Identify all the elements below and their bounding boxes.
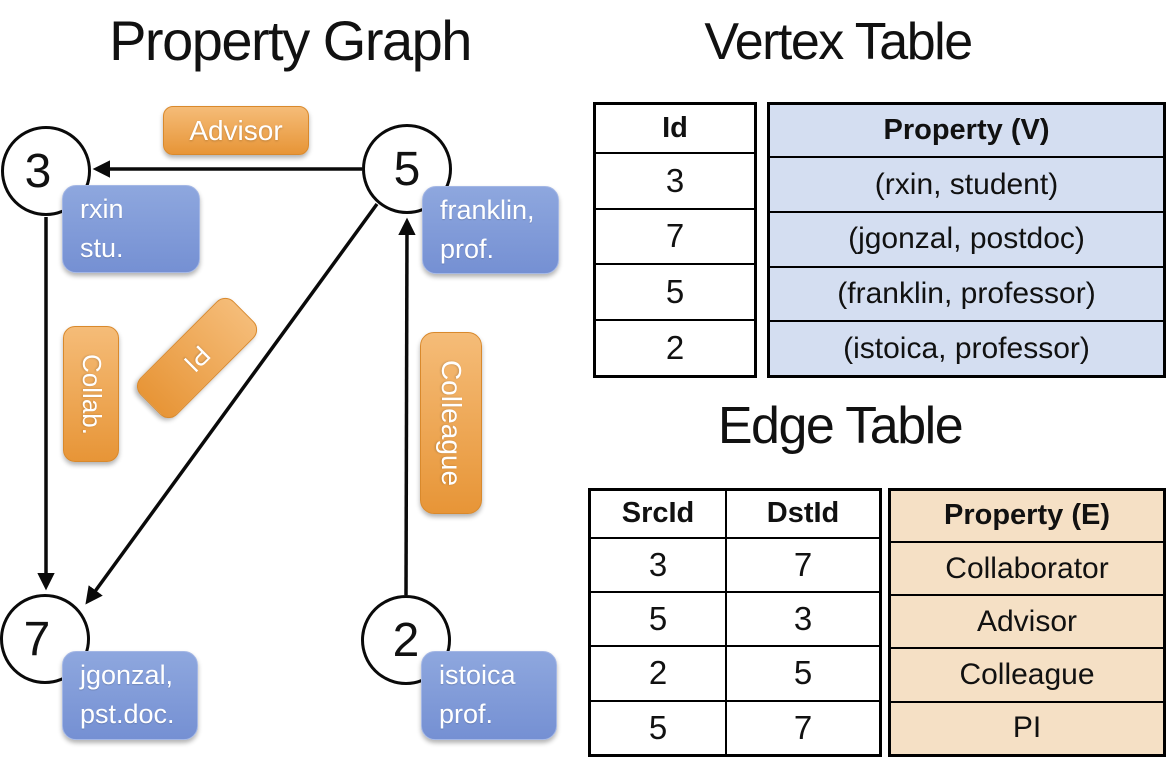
edge-srcid-cell: 3 — [588, 536, 727, 593]
node-2-id-label: 2 — [392, 613, 420, 667]
edge-srcid-cell: 2 — [588, 645, 727, 702]
edge-dstid-header: DstId — [725, 488, 882, 539]
edge-label-colleague-text: Colleague — [436, 359, 468, 487]
property-graph-title: Property Graph — [109, 9, 472, 72]
edge-table-property-column: Property (E) Collaborator Advisor Collea… — [888, 488, 1166, 757]
edge-dstid-cell: 7 — [725, 699, 882, 757]
edge-label-advisor-text: Advisor — [189, 114, 283, 146]
edge-label-colleague: Colleague — [420, 332, 482, 514]
property-line: stu. — [80, 233, 124, 263]
edge-dstid-cell: 7 — [725, 536, 882, 593]
edge-property-cell: Colleague — [888, 647, 1166, 703]
vertex-property-cell: (istoica, professor) — [767, 320, 1166, 378]
edge-srcid-cell: 5 — [588, 699, 727, 757]
edge-label-collab-text: Collab. — [76, 353, 107, 435]
edge-property-cell: Collaborator — [888, 540, 1166, 597]
vertex-id-cell: 7 — [593, 207, 757, 266]
edge-dstid-cell: 5 — [725, 645, 882, 702]
vertex-property-cell: (franklin, professor) — [767, 265, 1166, 323]
edge-srcid-header: SrcId — [588, 488, 727, 539]
edge-property-cell: PI — [888, 700, 1166, 757]
property-line: pst.doc. — [80, 699, 175, 729]
vertex-id-cell: 5 — [593, 263, 757, 322]
edge-table-title: Edge Table — [717, 397, 964, 455]
property-line: franklin, — [440, 195, 535, 225]
property-line: jgonzal, — [80, 660, 174, 690]
edge-dstid-cell: 3 — [725, 590, 882, 648]
property-line: prof. — [440, 234, 495, 264]
edge-label-pi-text: PI — [178, 339, 217, 378]
vertex-table-id-column: Id 3 7 5 2 — [593, 102, 757, 378]
vertex-property-cell: (rxin, student) — [767, 156, 1166, 213]
vertex-property-header: Property (V) — [767, 102, 1166, 159]
edge-table-id-columns: SrcId DstId 3 7 5 3 2 5 5 7 — [588, 488, 882, 757]
vertex-table-title: Vertex Table — [704, 13, 973, 71]
node-property-box-jgonzal: jgonzal, pst.doc. — [62, 651, 198, 740]
property-line: prof. — [439, 699, 494, 729]
vertex-property-cell: (jgonzal, postdoc) — [767, 210, 1166, 268]
node-property-box-franklin: franklin, prof. — [422, 186, 559, 274]
property-line: rxin — [80, 194, 124, 224]
edge-property-cell: Advisor — [888, 594, 1166, 650]
node-5-id-label: 5 — [393, 142, 421, 196]
edge-label-advisor: Advisor — [163, 106, 309, 155]
node-7-id-label: 7 — [23, 612, 51, 666]
vertex-id-cell: 2 — [593, 319, 757, 378]
node-property-box-istoica: istoica prof. — [421, 651, 557, 740]
property-line: istoica — [439, 660, 516, 690]
edge-property-header: Property (E) — [888, 488, 1166, 543]
edge-label-collab: Collab. — [63, 326, 119, 462]
vertex-table-property-column: Property (V) (rxin, student) (jgonzal, p… — [767, 102, 1166, 378]
graph-node-3: 3 — [1, 126, 91, 216]
node-property-box-rxin: rxin stu. — [62, 185, 200, 273]
node-3-id-label: 3 — [24, 144, 52, 198]
vertex-id-cell: 3 — [593, 151, 757, 210]
edge-arrow-2-to-5 — [398, 217, 416, 596]
edge-srcid-cell: 5 — [588, 590, 727, 648]
edge-arrow-5-to-7 — [85, 202, 379, 605]
vertex-id-header: Id — [593, 102, 757, 154]
